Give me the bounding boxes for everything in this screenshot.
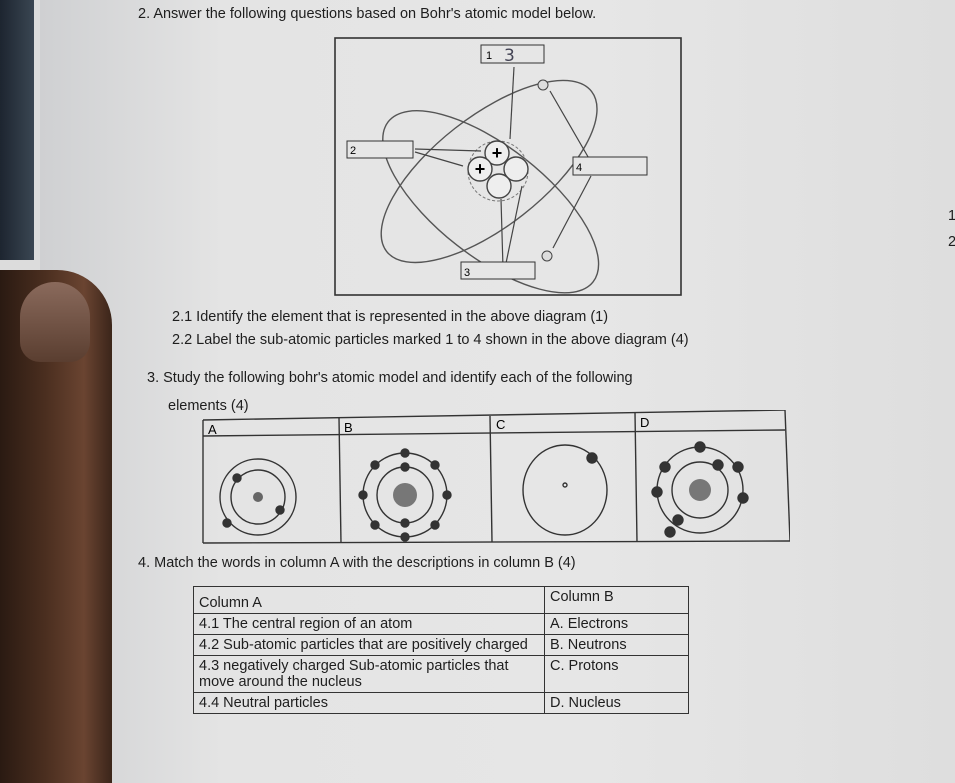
table-row: 4.2 Sub-atomic particles that are positi… <box>193 634 689 656</box>
proton-sign-1: + <box>492 143 503 163</box>
column-b-label: B <box>344 420 353 435</box>
label-arrows <box>414 66 592 269</box>
column-a-cell: 4.1 The central region of an atom <box>193 613 545 635</box>
question-4-heading: 4. Match the words in column A with the … <box>138 555 576 571</box>
table-row: 4.1 The central region of an atom A. Ele… <box>193 613 689 635</box>
atom-a <box>219 458 297 536</box>
atom-c <box>522 444 608 536</box>
label-number-2: 2 <box>350 145 356 157</box>
column-c-label: C <box>496 417 505 432</box>
atom-d <box>651 441 749 538</box>
edge-mark-1: 1 <box>948 208 955 224</box>
column-a-label: A <box>208 422 217 437</box>
electron-1 <box>537 79 549 91</box>
column-a-header: Column A <box>193 586 545 614</box>
thumbnail <box>20 282 90 362</box>
orbit-2 <box>380 79 598 264</box>
column-b-cell: C. Protons <box>544 655 689 693</box>
column-a-cell: 4.4 Neutral particles <box>193 692 545 714</box>
label-number-4: 4 <box>576 162 582 174</box>
label-number-1: 1 <box>486 50 492 62</box>
label-box-2 <box>346 140 414 159</box>
column-d-label: D <box>640 415 649 430</box>
neutron-2 <box>486 173 512 199</box>
neutron-1 <box>503 156 529 182</box>
background-edge <box>0 0 34 260</box>
label-box-3 <box>460 261 536 280</box>
question-3-heading: 3. Study the following bohr's atomic mod… <box>147 370 633 386</box>
proton-sign-2: + <box>475 159 486 179</box>
bohr-diagram-svg: + + 1 3 2 3 4 <box>334 37 682 296</box>
question-3-heading-cont: elements (4) <box>168 398 249 414</box>
proton-1 <box>484 140 510 166</box>
atom-models-svg: A B C D <box>202 409 791 544</box>
atom-models-grid: A B C D <box>200 409 791 545</box>
table-header-row: Column A Column B <box>193 586 689 614</box>
electron-2 <box>541 250 553 262</box>
edge-mark-2: 2 <box>948 234 955 250</box>
matching-table: Column A Column B 4.1 The central region… <box>193 586 689 714</box>
column-a-cell: 4.3 negatively charged Sub-atomic partic… <box>193 655 545 693</box>
atom-b <box>358 448 452 542</box>
table-row: 4.3 negatively charged Sub-atomic partic… <box>193 655 689 693</box>
question-2-1: 2.1 Identify the element that is represe… <box>172 309 609 325</box>
column-a-cell: 4.2 Sub-atomic particles that are positi… <box>193 634 545 656</box>
bohr-diagram: + + 1 3 2 3 4 <box>333 36 683 298</box>
label-box-4 <box>572 156 648 176</box>
handwritten-answer-1: 3 <box>504 46 515 66</box>
column-b-cell: D. Nucleus <box>544 692 689 714</box>
column-b-cell: B. Neutrons <box>544 634 689 656</box>
column-b-cell: A. Electrons <box>544 613 689 635</box>
question-2-2: 2.2 Label the sub-atomic particles marke… <box>172 332 689 348</box>
label-box-1 <box>480 44 545 64</box>
label-number-3: 3 <box>464 267 470 279</box>
table-row: 4.4 Neutral particles D. Nucleus <box>193 692 689 714</box>
column-b-header: Column B <box>544 586 689 614</box>
diagram-frame <box>334 37 682 296</box>
proton-2 <box>467 156 493 182</box>
orbit-1 <box>382 110 600 294</box>
question-2-heading: 2. Answer the following questions based … <box>138 6 597 22</box>
